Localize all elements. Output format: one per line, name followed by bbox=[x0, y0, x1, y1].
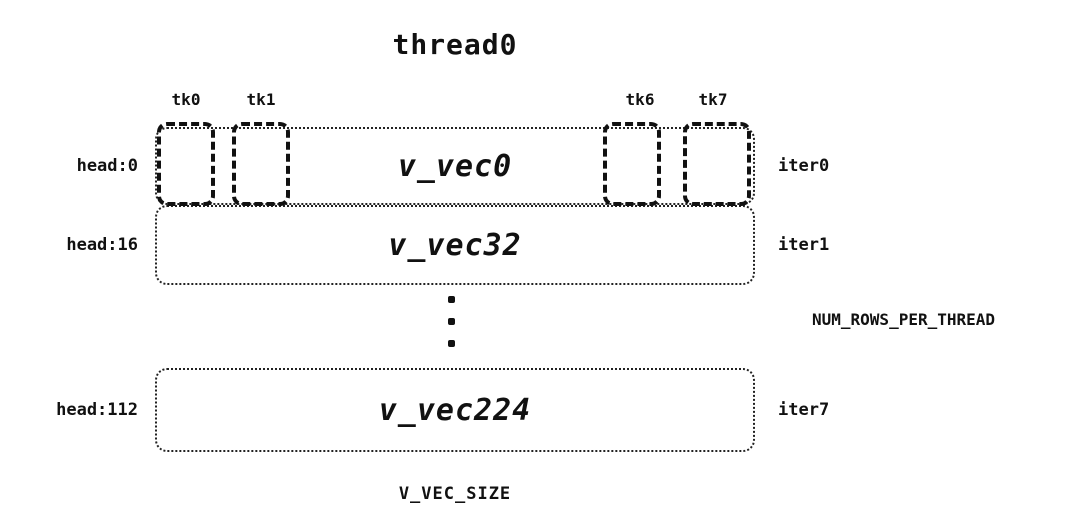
tick-label-tk1: tk1 bbox=[246, 90, 276, 109]
vvec-row-0-label: v_vec0 bbox=[397, 148, 513, 184]
iter-label-1: iter1 bbox=[778, 235, 830, 255]
thread-group-box-tk6 bbox=[603, 122, 661, 206]
tick-label-tk7: tk7 bbox=[698, 90, 728, 109]
iter-label-2: iter7 bbox=[778, 400, 830, 420]
ellipsis-dot bbox=[448, 296, 455, 303]
v-vec-size-label: V_VEC_SIZE bbox=[398, 484, 512, 504]
thread-group-box-tk0 bbox=[157, 122, 215, 206]
ellipsis-dot bbox=[448, 340, 455, 347]
num-rows-per-thread-annotation: NUM_ROWS_PER_THREAD bbox=[812, 310, 996, 329]
vvec-row-2: v_vec224 bbox=[155, 368, 755, 452]
vvec-row-0: v_vec0 bbox=[155, 127, 755, 205]
thread-group-box-tk7 bbox=[683, 122, 751, 206]
diagram-title: thread0 bbox=[392, 28, 518, 61]
head-offset-label-2: head:112 bbox=[56, 400, 138, 420]
thread-group-box-tk1 bbox=[232, 122, 290, 206]
vvec-row-1: v_vec32 bbox=[155, 205, 755, 285]
vertical-ellipsis-icon bbox=[448, 296, 455, 347]
head-offset-label-1: head:16 bbox=[66, 235, 138, 255]
ellipsis-dot bbox=[448, 318, 455, 325]
iter-label-0: iter0 bbox=[778, 156, 830, 176]
head-offset-label-0: head:0 bbox=[76, 156, 138, 176]
tick-label-tk0: tk0 bbox=[171, 90, 201, 109]
vvec-row-2-label: v_vec224 bbox=[378, 392, 532, 428]
tick-label-tk6: tk6 bbox=[625, 90, 655, 109]
vvec-row-1-label: v_vec32 bbox=[388, 227, 522, 263]
